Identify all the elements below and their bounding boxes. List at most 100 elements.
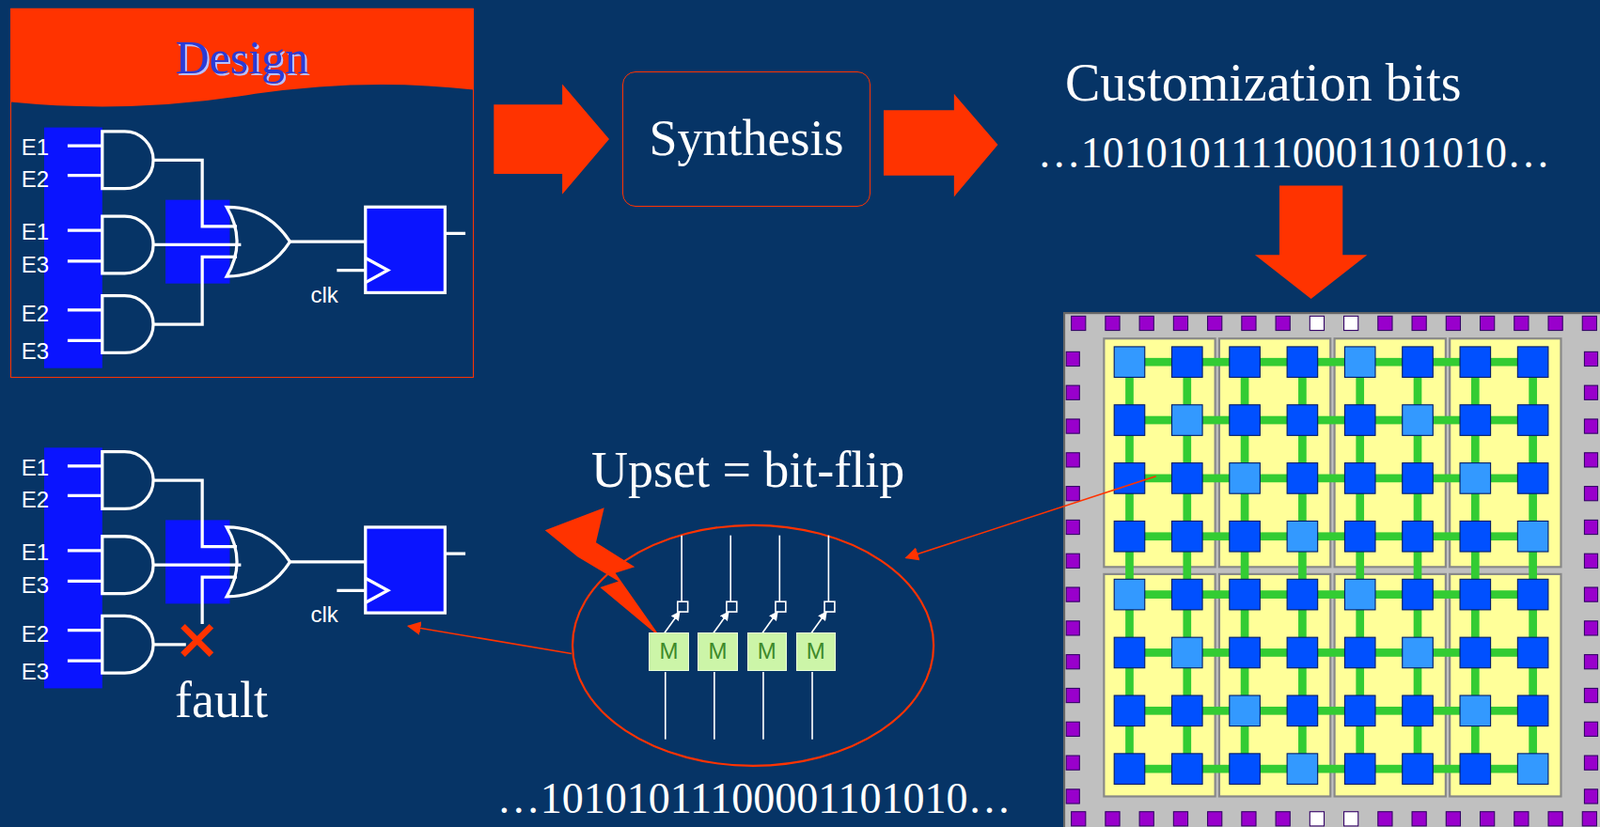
io-pad	[1445, 812, 1460, 827]
io-pad	[1584, 453, 1598, 468]
signal-name: E1	[21, 540, 49, 565]
fault-label: fault	[174, 673, 268, 729]
bit-line	[828, 535, 831, 603]
logic-block	[1229, 637, 1261, 669]
io-pad	[1309, 315, 1324, 330]
io-pad	[1241, 812, 1256, 827]
bit-line	[762, 672, 765, 740]
io-pad	[1344, 812, 1359, 827]
block-arrow	[493, 84, 610, 195]
logic-tile	[1449, 574, 1561, 798]
logic-block	[1344, 637, 1376, 669]
block-arrow	[883, 94, 999, 198]
logic-block	[1172, 695, 1204, 727]
logic-block	[1172, 579, 1204, 611]
logic-block	[1459, 579, 1491, 611]
heading-text: Upset = bit-flip	[591, 442, 905, 499]
logic-block	[1229, 579, 1261, 611]
signal-name: E3	[21, 339, 49, 364]
logic-block	[1172, 637, 1204, 669]
logic-block	[1113, 520, 1146, 552]
io-pad	[1584, 655, 1598, 670]
io-pad	[1582, 315, 1597, 330]
io-pad	[1445, 315, 1460, 330]
logic-block	[1172, 405, 1204, 437]
logic-block	[1286, 753, 1318, 785]
io-pad	[1584, 789, 1598, 804]
io-pad	[1207, 315, 1223, 330]
memory-cell: M	[747, 632, 787, 672]
io-pad	[1584, 419, 1598, 434]
fpga-chip	[1064, 313, 1600, 827]
io-pad	[1584, 688, 1598, 703]
logic-block	[1459, 753, 1491, 785]
logic-block	[1113, 695, 1146, 727]
io-pad	[1066, 419, 1080, 434]
wire	[153, 256, 237, 325]
signal-name: E2	[21, 167, 49, 192]
logic-block	[1113, 405, 1146, 437]
logic-block	[1286, 405, 1318, 437]
io-pad	[1105, 812, 1120, 827]
bitstream: …10101011110001101010…	[1037, 129, 1551, 178]
logic-block	[1517, 753, 1549, 785]
node-text: M	[748, 639, 786, 664]
logic-block	[1286, 637, 1318, 669]
io-pad	[1066, 519, 1080, 534]
logic-block	[1402, 695, 1434, 727]
switch-arrow	[811, 611, 827, 634]
io-pad	[1139, 812, 1154, 827]
logic-block	[1286, 346, 1318, 378]
logic-block	[1344, 463, 1376, 495]
logic-block	[1286, 520, 1318, 552]
logic-block	[1517, 405, 1549, 437]
logic-block	[1459, 520, 1491, 552]
logic-block	[1229, 463, 1261, 495]
faulty-circuit	[44, 447, 466, 689]
logic-block	[1172, 346, 1204, 378]
logic-block	[1113, 753, 1146, 785]
logic-tile	[1334, 574, 1446, 798]
io-pad	[1309, 812, 1324, 827]
io-pad	[1066, 655, 1080, 670]
signal-name: E1	[21, 135, 49, 160]
signal-name: E2	[21, 622, 49, 647]
io-pad	[1411, 812, 1427, 827]
io-pad	[1584, 519, 1598, 534]
signal-name: E1	[21, 219, 49, 245]
bit-line	[680, 535, 683, 603]
logic-block	[1286, 695, 1318, 727]
logic-block	[1517, 463, 1549, 495]
switch	[824, 601, 835, 612]
node-text: M	[698, 639, 737, 664]
logic-block	[1286, 579, 1318, 611]
switch	[726, 601, 738, 612]
logic-block	[1459, 463, 1491, 495]
io-pad	[1066, 721, 1080, 737]
signal-name: clk	[311, 282, 339, 308]
logic-block	[1459, 405, 1491, 437]
signal-name: E3	[21, 659, 49, 685]
io-pad	[1066, 688, 1080, 703]
io-pad	[1066, 351, 1080, 366]
memory-cell: M	[648, 632, 689, 672]
io-pad	[1066, 621, 1080, 636]
io-pad	[1584, 587, 1598, 602]
io-pad	[1275, 812, 1290, 827]
logic-block	[1459, 346, 1491, 378]
logic-block	[1172, 520, 1204, 552]
logic-block	[1402, 579, 1434, 611]
io-pad	[1548, 315, 1563, 330]
logic-block	[1344, 695, 1376, 727]
lightning-bolt	[545, 507, 662, 639]
io-pad	[1173, 315, 1188, 330]
logic-block	[1229, 695, 1261, 727]
header-band	[10, 8, 474, 108]
logic-block	[1229, 405, 1261, 437]
io-pad	[1584, 486, 1598, 502]
process-box: Synthesis	[622, 71, 871, 207]
logic-block	[1344, 346, 1376, 378]
memory-cells	[545, 507, 934, 767]
logic-block	[1517, 520, 1549, 552]
io-pad	[1066, 453, 1080, 468]
